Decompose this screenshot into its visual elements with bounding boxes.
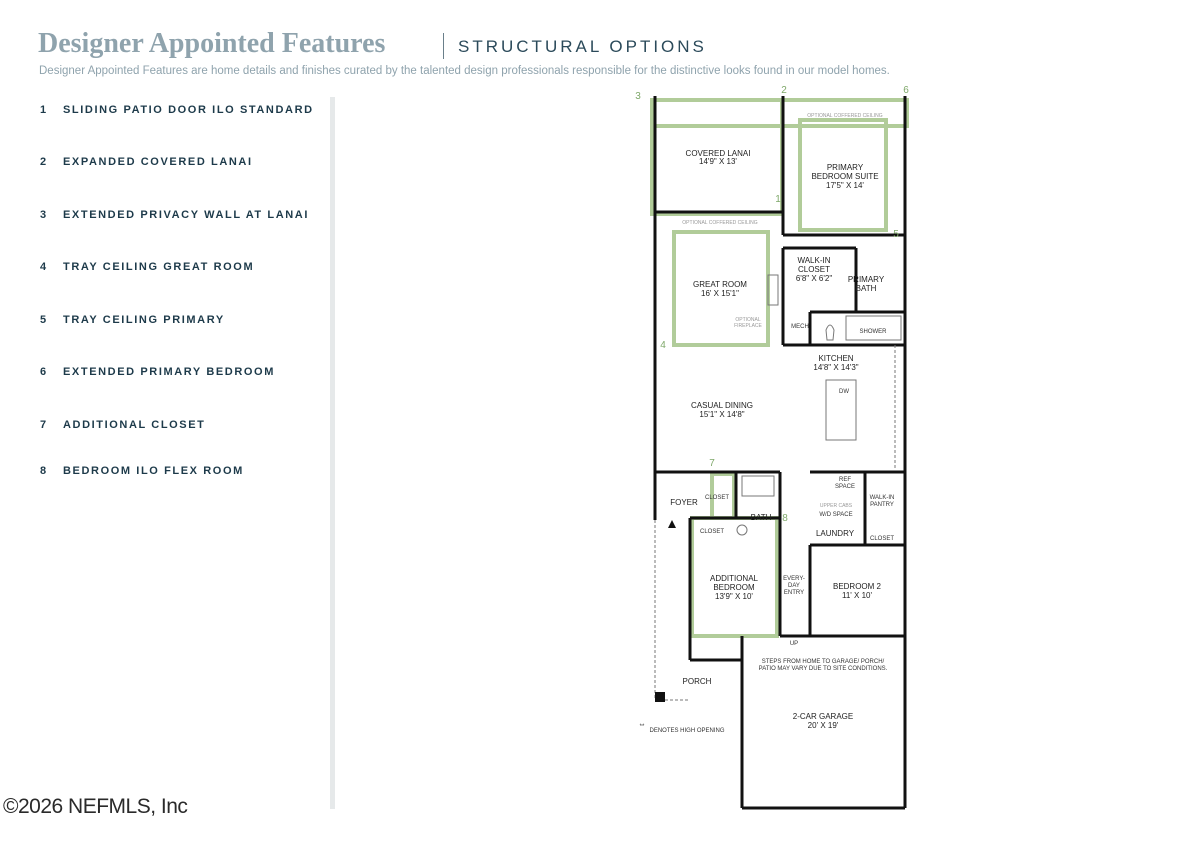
room-primary-bedroom: PRIMARY (827, 163, 864, 172)
room-additional-bedroom: ADDITIONAL (710, 574, 759, 583)
marker-7: 7 (709, 458, 715, 469)
svg-text:SHOWER: SHOWER (860, 329, 888, 335)
marker-3: 3 (635, 91, 641, 102)
svg-text:STEPS FROM HOME TO GARAGE/ POR: STEPS FROM HOME TO GARAGE/ PORCH/ (762, 659, 885, 665)
room-primary-bedroom: BEDROOM SUITE (811, 172, 878, 181)
svg-text:REF: REF (839, 477, 851, 483)
toilet-icon (825, 324, 835, 341)
room-additional-bedroom: BEDROOM (713, 583, 755, 592)
svg-text:PANTRY: PANTRY (870, 502, 894, 508)
room-great-room: GREAT ROOM (693, 280, 747, 289)
svg-text:SPACE: SPACE (835, 484, 855, 490)
room-walk-in-closet: WALK-IN (797, 256, 830, 265)
svg-text:EVERY-: EVERY- (783, 576, 805, 582)
svg-text:OPTIONAL: OPTIONAL (735, 317, 761, 323)
svg-text:DW: DW (839, 389, 849, 395)
room-walk-in-closet-dims: 6'8" X 6'2" (796, 274, 832, 283)
sink-icon (736, 524, 748, 536)
small-labels: MECH SHOWER DW REF SPACE WALK-IN PANTRY … (682, 113, 894, 672)
fireplace (767, 274, 779, 306)
marker-8: 8 (782, 513, 788, 524)
svg-text:CLOSET: CLOSET (870, 536, 894, 542)
svg-text:OPTIONAL COFFERED CEILING: OPTIONAL COFFERED CEILING (807, 113, 882, 119)
copyright-watermark: ©2026 NEFMLS, Inc (3, 795, 188, 818)
room-bedroom-2-dims: 11' X 10' (842, 591, 873, 600)
room-additional-bedroom-dims: 13'9" X 10' (715, 592, 753, 601)
marker-1: 1 (775, 194, 781, 205)
room-garage-dims: 20' X 19' (808, 721, 839, 730)
bathtub (741, 475, 775, 497)
svg-text:DAY: DAY (788, 583, 800, 589)
room-laundry: LAUNDRY (816, 529, 855, 538)
room-kitchen-dims: 14'8" X 14'3" (813, 363, 858, 372)
porch-column (655, 692, 665, 702)
room-porch: PORCH (683, 677, 712, 686)
footnote-symbol: ** (640, 724, 645, 730)
marker-5: 5 (893, 229, 899, 240)
footnote-text: DENOTES HIGH OPENING (649, 728, 724, 734)
svg-text:MECH: MECH (791, 324, 809, 330)
svg-text:UPPER CABS: UPPER CABS (820, 503, 853, 509)
room-primary-bath: BATH (856, 284, 877, 293)
page-description: Designer Appointed Features are home det… (39, 65, 890, 77)
svg-text:CLOSET: CLOSET (705, 495, 729, 501)
option-markers: 1 2 3 4 5 6 7 8 (635, 85, 909, 524)
svg-text:PATIO MAY VARY DUE TO SITE CON: PATIO MAY VARY DUE TO SITE CONDITIONS. (759, 666, 888, 672)
room-covered-lanai-dims: 14'9" X 13' (699, 157, 737, 166)
room-casual-dining-dims: 15'1" X 14'8" (699, 410, 744, 419)
svg-text:WALK-IN: WALK-IN (870, 495, 895, 501)
kitchen-island (825, 379, 857, 441)
svg-text:W/D SPACE: W/D SPACE (819, 512, 852, 518)
shower (845, 315, 902, 341)
marker-2: 2 (781, 85, 787, 96)
svg-text:FIREPLACE: FIREPLACE (734, 323, 762, 329)
svg-text:CLOSET: CLOSET (700, 529, 724, 535)
room-walk-in-closet: CLOSET (798, 265, 830, 274)
room-kitchen: KITCHEN (818, 354, 853, 363)
room-garage: 2-CAR GARAGE (793, 712, 853, 721)
entry-arrow-icon (668, 520, 676, 528)
room-primary-bath: PRIMARY (848, 275, 885, 284)
svg-text:ENTRY: ENTRY (784, 590, 804, 596)
highlight-primary-tray (798, 118, 888, 232)
vertical-divider (330, 97, 335, 809)
room-casual-dining: CASUAL DINING (691, 401, 753, 410)
title-separator (443, 33, 444, 59)
room-bath: BATH (751, 513, 772, 522)
room-labels: COVERED LANAI 14'9" X 13' PRIMARY BEDROO… (670, 149, 885, 730)
room-bedroom-2: BEDROOM 2 (833, 582, 882, 591)
room-primary-bedroom-dims: 17'5" X 14' (826, 181, 864, 190)
page-subtitle: STRUCTURAL OPTIONS (458, 37, 707, 56)
marker-4: 4 (660, 340, 666, 351)
svg-text:OPTIONAL COFFERED CEILING: OPTIONAL COFFERED CEILING (682, 220, 757, 226)
fixtures (654, 274, 902, 701)
marker-6: 6 (903, 85, 909, 96)
room-foyer: FOYER (670, 498, 698, 507)
room-great-room-dims: 16' X 15'1" (701, 289, 739, 298)
walls (653, 96, 907, 810)
room-covered-lanai: COVERED LANAI (686, 149, 751, 158)
svg-text:UP: UP (790, 641, 798, 647)
page-title: Designer Appointed Features (38, 28, 386, 59)
